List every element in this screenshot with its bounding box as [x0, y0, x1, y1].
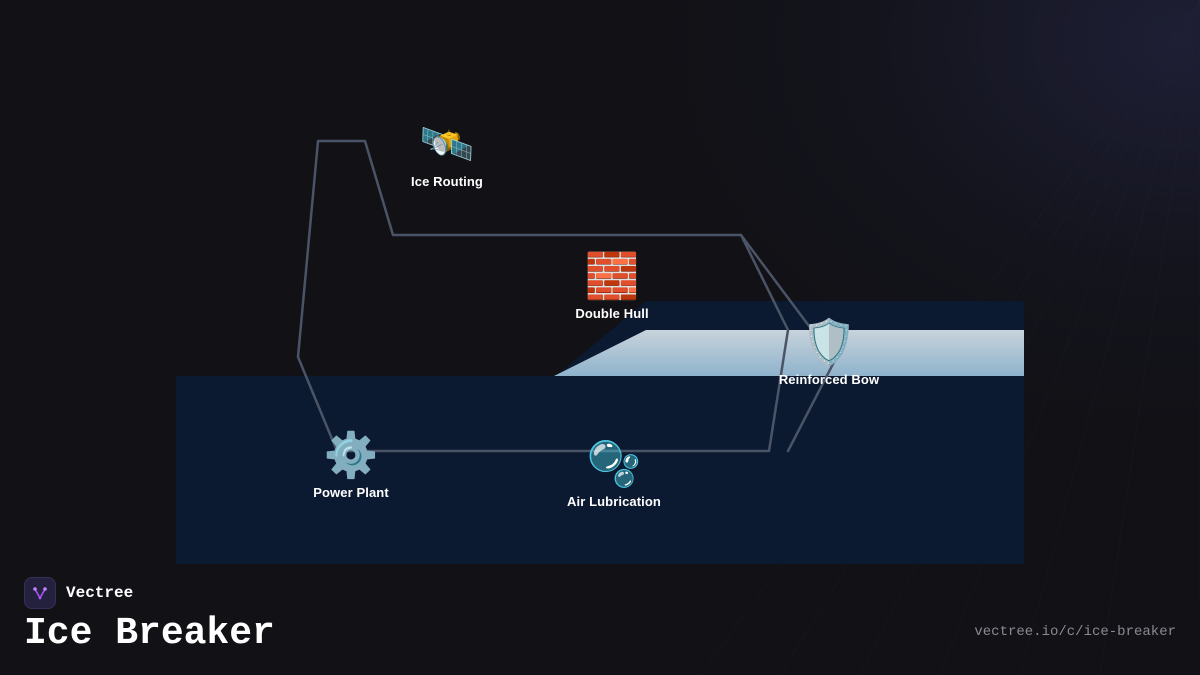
- shield-icon: 🛡️: [801, 317, 857, 368]
- ship-bow-line: [739, 233, 836, 453]
- feature-label: Reinforced Bow: [778, 372, 880, 387]
- brand[interactable]: Vectree: [24, 577, 133, 609]
- ship-hull-outline: [296, 139, 790, 453]
- ice-sheet: [554, 330, 1024, 376]
- gear-icon: ⚙️: [323, 430, 379, 481]
- vectree-logo-icon: [24, 577, 56, 609]
- bubbles-icon: 🫧: [586, 439, 642, 490]
- feature-double-hull: 🧱 Double Hull: [575, 251, 649, 322]
- feature-label: Double Hull: [575, 306, 649, 321]
- feature-ice-routing: 🛰️ Ice Routing: [411, 119, 483, 190]
- feature-label: Ice Routing: [411, 174, 483, 189]
- water-area: [176, 376, 1024, 564]
- brand-name: Vectree: [66, 584, 134, 602]
- feature-power-plant: ⚙️ Power Plant: [313, 430, 389, 501]
- page-title: Ice Breaker: [24, 612, 275, 655]
- feature-label: Power Plant: [313, 485, 389, 500]
- brick-wall-icon: 🧱: [584, 251, 640, 302]
- source-url[interactable]: vectree.io/c/ice-breaker: [974, 624, 1176, 640]
- feature-label: Air Lubrication: [567, 494, 661, 509]
- feature-reinforced-bow: 🛡️ Reinforced Bow: [778, 317, 880, 388]
- feature-air-lubrication: 🫧 Air Lubrication: [567, 439, 661, 510]
- satellite-icon: 🛰️: [419, 119, 475, 170]
